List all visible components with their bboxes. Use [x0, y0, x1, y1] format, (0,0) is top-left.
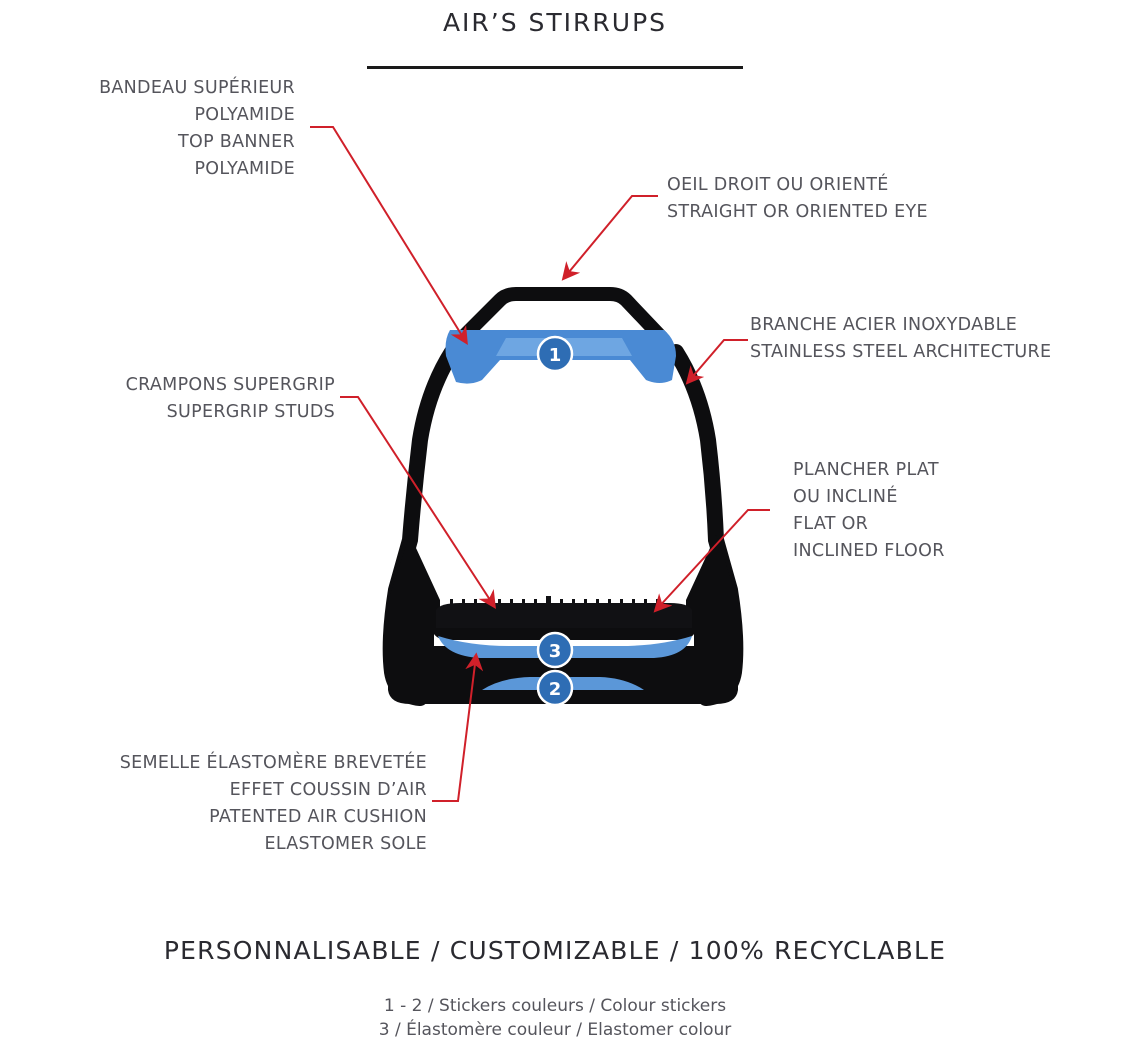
callout-line: SEMELLE ÉLASTOMÈRE BREVETÉE [119, 753, 427, 773]
callout-line: POLYAMIDE [194, 105, 295, 125]
callout-line: FLAT OR [793, 514, 869, 534]
arrow-sole [432, 652, 484, 802]
supergrip-studs [450, 596, 659, 604]
arrow-studs [340, 396, 496, 610]
callout-line: PLANCHER PLAT [793, 460, 939, 480]
callout-line: POLYAMIDE [194, 159, 295, 179]
callout-line: BRANCHE ACIER INOXYDABLE [750, 315, 1018, 335]
callout-line: BANDEAU SUPÉRIEUR [99, 78, 295, 98]
callout-line: PATENTED AIR CUSHION [209, 807, 427, 827]
svg-text:1: 1 [549, 345, 562, 366]
arrow-branch [685, 339, 748, 385]
marker-3: 3 [536, 631, 574, 669]
callout-arrows [310, 126, 770, 802]
customization-notes: 1 - 2 / Stickers couleurs / Colour stick… [0, 994, 1110, 1042]
callout-studs: CRAMPONS SUPERGRIP SUPERGRIP STUDS [60, 372, 335, 426]
arrow-eye [561, 195, 658, 281]
svg-text:2: 2 [549, 679, 562, 700]
arrow-floor [653, 509, 770, 613]
callout-eye: OEIL DROIT OU ORIENTÉ STRAIGHT OR ORIENT… [667, 172, 928, 226]
title-underline [367, 66, 743, 69]
callout-sole: SEMELLE ÉLASTOMÈRE BREVETÉE EFFET COUSSI… [20, 750, 427, 858]
svg-text:3: 3 [549, 641, 562, 662]
callout-branch: BRANCHE ACIER INOXYDABLE STAINLESS STEEL… [750, 312, 1051, 366]
callout-line: SUPERGRIP STUDS [166, 402, 335, 422]
callout-line: OU INCLINÉ [793, 487, 898, 507]
callout-line: INCLINED FLOOR [793, 541, 945, 561]
note-line: 1 - 2 / Stickers couleurs / Colour stick… [383, 996, 727, 1016]
marker-1: 1 [536, 335, 574, 373]
note-line: 3 / Élastomère couleur / Elastomer colou… [378, 1020, 732, 1040]
callout-floor: PLANCHER PLAT OU INCLINÉ FLAT OR INCLINE… [793, 457, 945, 565]
diagram-title: AIR’S STIRRUPS [442, 8, 668, 37]
callout-line: EFFET COUSSIN D’AIR [229, 780, 427, 800]
callout-line: STAINLESS STEEL ARCHITECTURE [750, 342, 1052, 362]
callout-line: ELASTOMER SOLE [264, 834, 427, 854]
arrow-top-banner [310, 126, 468, 346]
callout-line: CRAMPONS SUPERGRIP [125, 375, 335, 395]
callout-top-banner: BANDEAU SUPÉRIEUR POLYAMIDE TOP BANNER P… [40, 75, 295, 183]
callout-line: OEIL DROIT OU ORIENTÉ [667, 175, 889, 195]
callout-line: STRAIGHT OR ORIENTED EYE [667, 202, 928, 222]
callout-line: TOP BANNER [178, 132, 295, 152]
marker-2: 2 [536, 669, 574, 707]
customization-heading: PERSONNALISABLE / CUSTOMIZABLE / 100% RE… [163, 936, 947, 965]
